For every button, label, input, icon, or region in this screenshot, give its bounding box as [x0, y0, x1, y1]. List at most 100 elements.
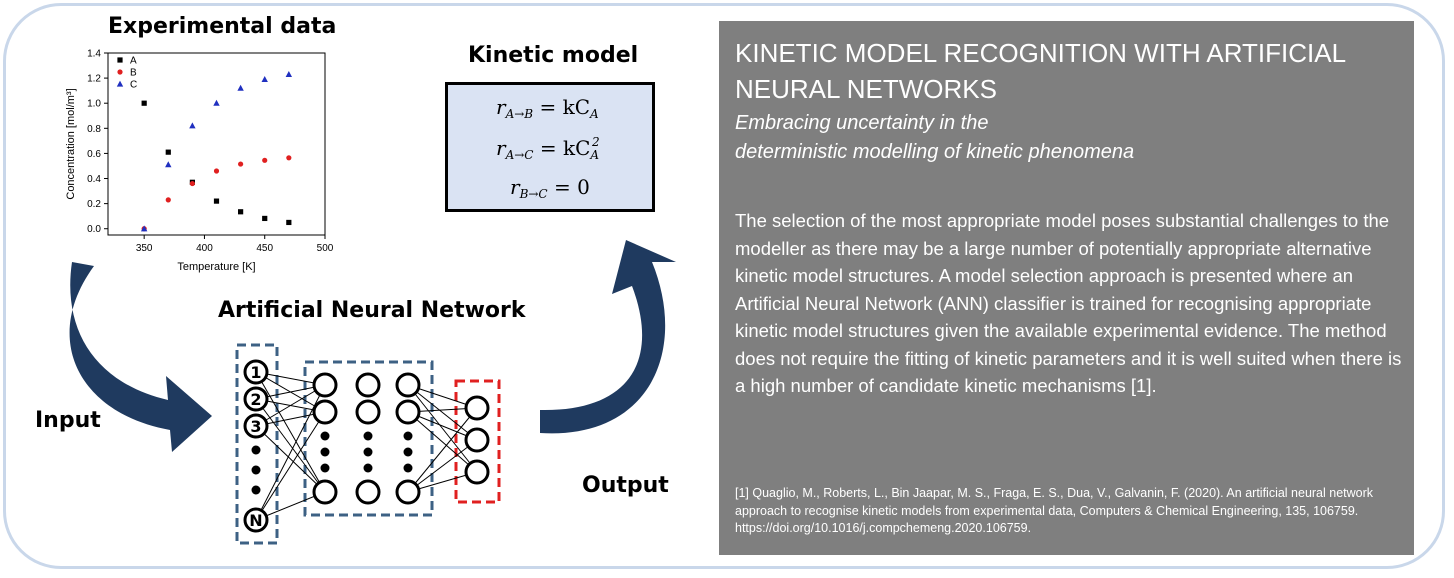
- hidden-node: [355, 399, 381, 425]
- panel-subtitle: Embracing uncertainty in the determinist…: [735, 109, 1405, 167]
- y-tick-label: 0.4: [87, 174, 101, 185]
- input-node: [243, 413, 269, 439]
- data-point-a: [213, 198, 220, 204]
- eq2-lhs: r: [496, 136, 506, 160]
- input-node-label: 1: [250, 363, 261, 382]
- x-axis-label: Temperature [K]: [177, 261, 255, 273]
- ann-edge: [255, 398, 326, 493]
- ann-edge: [407, 384, 478, 441]
- panel-reference: [1] Quaglio, M., Roberts, L., Bin Jaapar…: [735, 486, 1374, 535]
- x-tick-label: 450: [256, 243, 273, 254]
- legend-marker-b: [117, 69, 123, 75]
- data-point-b: [213, 168, 220, 174]
- eq2-rhs-sub: A: [590, 148, 600, 162]
- data-point-a: [141, 100, 147, 106]
- data-point-a: [165, 149, 171, 155]
- eq1-lhs-sub: A→B: [505, 107, 534, 121]
- ellipsis-dot: [251, 465, 261, 475]
- ellipsis-dot: [403, 431, 413, 441]
- x-tick-label: 400: [196, 243, 213, 254]
- input-node-label: 2: [250, 390, 261, 409]
- data-point-a: [238, 209, 244, 215]
- ann-edge: [255, 425, 326, 493]
- ann-edge: [407, 384, 478, 473]
- equation-1: rA→B = kCA: [496, 95, 599, 121]
- info-panel: KINETIC MODEL RECOGNITION WITH ARTIFICIA…: [719, 21, 1414, 555]
- output-node: [464, 427, 490, 453]
- eq1-rhs: = kC: [539, 95, 591, 119]
- y-tick-label: 0.2: [87, 199, 101, 210]
- eq3-lhs-sub: B→C: [519, 187, 548, 201]
- hidden-node: [312, 479, 338, 505]
- ellipsis-dot: [320, 463, 330, 473]
- hidden-node: [395, 399, 421, 425]
- ellipsis-dot: [403, 463, 413, 473]
- y-axis-label: Concentration [mol/m³]: [65, 88, 77, 199]
- input-node-label: 3: [250, 417, 261, 436]
- y-tick-label: 1.2: [87, 74, 101, 85]
- data-point-c: [261, 75, 268, 82]
- data-point-b: [262, 157, 268, 163]
- hidden-node: [312, 399, 338, 425]
- legend-label-a: A: [130, 56, 137, 67]
- data-point-b: [189, 180, 195, 187]
- ann-title: Artificial Neural Network: [218, 298, 526, 323]
- y-tick-label: 0.6: [87, 149, 101, 160]
- output-node: [464, 395, 490, 421]
- y-tick-label: 1.4: [87, 49, 101, 60]
- ann-edge: [255, 411, 326, 521]
- ellipsis-dot: [251, 445, 261, 455]
- x-tick-label: 350: [136, 243, 153, 254]
- input-node: [243, 507, 269, 533]
- ellipsis-dot: [363, 431, 373, 441]
- data-point-c: [140, 225, 148, 232]
- data-point-c: [285, 70, 293, 77]
- data-point-b: [238, 161, 244, 167]
- plot-area: [107, 52, 326, 236]
- ann-edge: [407, 411, 478, 473]
- kinetic-model-title: Kinetic model: [468, 43, 639, 68]
- hidden-node: [355, 372, 381, 398]
- ann-edge: [255, 371, 326, 493]
- equation-2: rA→C = kCA2: [496, 135, 600, 162]
- ellipsis-dot: [363, 463, 373, 473]
- ann-nodes: 1 2 3N: [243, 359, 490, 533]
- ann-edge: [407, 439, 478, 493]
- eq1-lhs: r: [496, 95, 506, 119]
- experimental-data-chart: 350 400 450 500 0.0 0.2 0.4 0.6 0.8 1.0 1.2 1.4Temp…: [65, 49, 334, 274]
- data-point-a: [286, 219, 292, 226]
- ann-dots: [251, 431, 413, 495]
- output-arrow: [540, 240, 676, 434]
- output-node: [464, 459, 490, 485]
- ann-edge: [407, 407, 478, 493]
- input-node-label: N: [249, 511, 262, 530]
- input-node: [243, 386, 269, 412]
- eq1-rhs-sub: A: [590, 107, 599, 121]
- eq3-lhs: r: [510, 175, 520, 199]
- experimental-data-title: Experimental data: [108, 14, 337, 39]
- legend-marker-a: [117, 57, 123, 63]
- input-layer-box: [235, 343, 279, 545]
- input-label: Input: [35, 408, 101, 433]
- ellipsis-dot: [251, 485, 261, 495]
- hidden-layers-box: [303, 360, 434, 517]
- y-tick-label: 1.0: [87, 99, 101, 110]
- data-point-c: [237, 84, 244, 91]
- hidden-node: [312, 372, 338, 398]
- eq3-rhs: = 0: [553, 175, 590, 199]
- y-tick-label: 0.0: [87, 224, 101, 235]
- eq2-lhs-sub: A→C: [505, 148, 534, 162]
- y-tick-label: 0.8: [87, 124, 101, 135]
- ann-edge: [255, 384, 326, 427]
- output-layer-box: [454, 379, 501, 504]
- legend-marker-c: [116, 80, 124, 87]
- eq2-rhs-sup: 2: [592, 135, 600, 149]
- panel-title: KINETIC MODEL RECOGNITION WITH ARTIFICIA…: [735, 38, 1346, 104]
- kinetic-model-box: rA→B = kCA rA→C = kCA2 rB→C = 0: [445, 82, 655, 212]
- data-point-c: [213, 99, 220, 106]
- ellipsis-dot: [363, 447, 373, 457]
- legend-label-b: B: [130, 68, 137, 79]
- input-node: [243, 359, 269, 385]
- x-tick-label: 500: [317, 243, 334, 254]
